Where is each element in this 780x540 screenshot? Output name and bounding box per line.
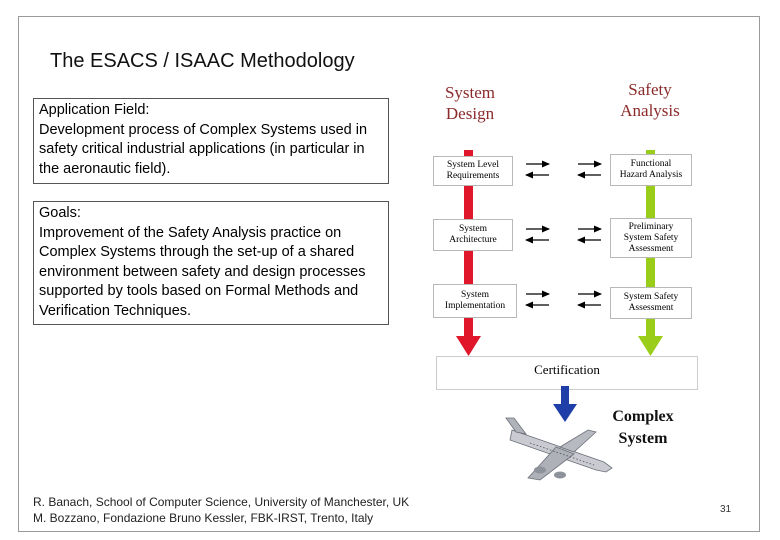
link-arrows-row-3: [525, 290, 602, 309]
safety-analysis-heading-line: Analysis: [620, 101, 680, 120]
system-design-heading: System Design: [430, 82, 510, 124]
stage-system-implementation: System Implementation: [433, 284, 517, 318]
stage-system-level-requirements: System Level Requirements: [433, 156, 513, 186]
safety-analysis-heading-line: Safety: [628, 80, 672, 99]
stage-label-line: Implementation: [444, 301, 506, 311]
link-arrows-row-2: [525, 225, 602, 244]
stage-functional-hazard-analysis: Functional Hazard Analysis: [610, 154, 692, 186]
goals-text: Improvement of the Safety Analysis pract…: [39, 224, 366, 319]
stage-preliminary-system-safety-assessment: Preliminary System Safety Assessment: [610, 218, 692, 258]
stage-label-line: System: [459, 224, 487, 234]
application-field-box: Application Field: Development process o…: [33, 98, 389, 184]
system-design-heading-line: Design: [445, 104, 495, 123]
slide-title: The ESACS / ISAAC Methodology: [50, 50, 355, 72]
stage-label-line: System: [461, 290, 489, 300]
application-field-heading: Application Field:: [39, 102, 150, 118]
complex-system-label-line: System: [618, 430, 668, 447]
complex-arrow-shaft: [561, 386, 569, 406]
stage-label-line: Preliminary: [628, 221, 674, 232]
slide-frame: [18, 16, 760, 532]
link-arrows-row-1: [525, 160, 602, 179]
stage-label-line: Architecture: [449, 235, 497, 245]
application-field-text: Development process of Complex Systems u…: [39, 121, 368, 177]
safety-arrow-head: [638, 336, 663, 356]
footer-line: R. Banach, School of Computer Science, U…: [33, 495, 410, 509]
stage-label-line: Requirements: [446, 171, 500, 181]
complex-system-arrow: [553, 386, 577, 422]
stage-system-safety-assessment: System Safety Assessment: [610, 287, 692, 319]
stage-label-line: Hazard Analysis: [619, 170, 683, 180]
airplane-image: [505, 417, 613, 481]
stage-label-line: System Level: [447, 160, 499, 170]
complex-system-label: Complex System: [593, 406, 693, 450]
goals-heading: Goals:: [39, 205, 81, 221]
complex-arrow-head: [553, 404, 577, 422]
stage-label-line: Assessment: [628, 243, 674, 254]
stage-system-architecture: System Architecture: [433, 219, 513, 251]
design-arrow-head: [456, 336, 481, 356]
page-number: 31: [720, 504, 732, 515]
stage-label-line: Assessment: [628, 303, 674, 313]
stage-label-line: System Safety: [623, 292, 679, 302]
system-design-heading-line: System: [444, 83, 496, 102]
stage-label-line: Functional: [630, 159, 672, 169]
goals-box: Goals: Improvement of the Safety Analysi…: [33, 201, 389, 325]
stage-label-line: System Safety: [623, 232, 679, 243]
certification-label: Certification: [534, 362, 600, 377]
footer-credits: R. Banach, School of Computer Science, U…: [33, 494, 409, 526]
safety-analysis-heading: Safety Analysis: [608, 79, 692, 121]
complex-system-label-line: Complex: [612, 408, 674, 425]
footer-line: M. Bozzano, Fondazione Bruno Kessler, FB…: [33, 511, 374, 525]
